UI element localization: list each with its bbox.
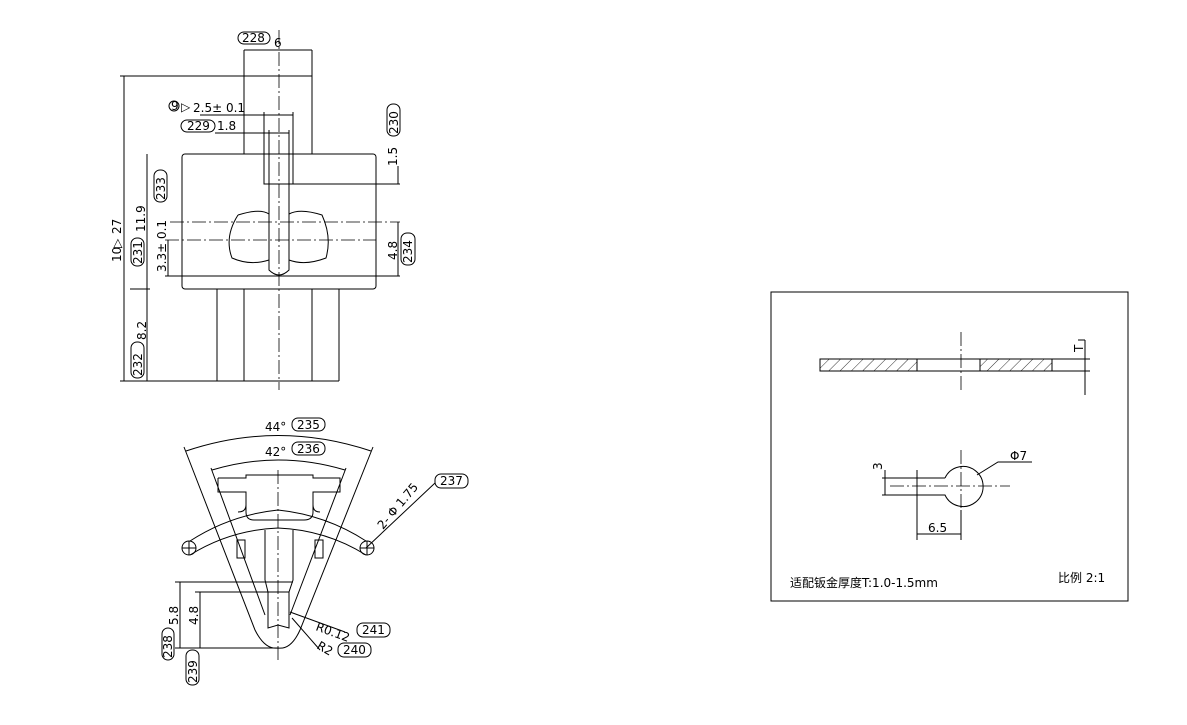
dim-label: 1.8 [217,119,236,133]
angle-label: 42° [265,445,286,459]
tag-label: 238 [161,635,175,658]
scale-label: 比例 2:1 [1058,571,1105,585]
stem-and-dims [175,530,294,649]
angle-arc-outer [185,435,372,452]
panel-frame [770,291,1129,602]
note-number: 10 [110,247,124,262]
sheet-section-right [979,358,1053,372]
tag-box [291,441,326,456]
note-number: 9 [171,99,179,113]
dim-label: 6.5 [928,521,947,535]
tag-label: 236 [297,442,320,456]
part-head [217,474,341,521]
tag-label: 233 [154,177,168,200]
dim-label: 2.5± 0.1 [193,101,245,115]
tag-box [356,622,391,638]
tag-label: 229 [187,119,210,133]
thickness-dim [917,339,1090,395]
dim-label: 8.2 [135,321,149,340]
hole-crosshairs [182,541,374,555]
dim-label: 6 [274,36,282,50]
tag-label: 241 [362,623,385,637]
keyhole-outline [882,461,1032,540]
sheet-section-left [819,358,918,372]
wedge-outer [183,446,374,649]
tag-label: 239 [186,660,200,683]
wedge-inner [210,467,347,616]
note-arrow-icon: ▷ [181,100,191,114]
dim-label: 2- Φ 1.75 [375,480,422,532]
dim-label: 3 [871,462,885,470]
tag-box [237,31,271,45]
lower-legs [120,289,340,382]
tag-label: 232 [131,353,145,376]
bottom-view: 44° 235 42° 236 2- Φ 1.75 237 R0.12 241 … [161,417,469,686]
arms [189,509,367,556]
tag-box [130,341,145,379]
tag-box [337,642,372,658]
tag-label: 234 [401,240,415,263]
tag-label: 230 [387,111,401,134]
dim-label: 4.8 [187,606,201,625]
slot [200,112,400,276]
rib-left [236,539,246,559]
rib-right [314,539,324,559]
note-arrow-icon: ▷ [110,238,124,248]
thickness-note: 适配钣金厚度T:1.0-1.5mm [790,575,938,590]
angle-label: 44° [265,420,286,434]
tag-box [291,417,326,432]
body-outline [181,153,377,290]
thickness-label: T [1072,344,1086,353]
radius-label: R2 [315,638,336,658]
dim-label: 3.3± 0.1 [155,220,169,272]
hole-blob [228,210,329,264]
dim-label: 4.8 [386,241,400,260]
tag-box [400,232,416,266]
dim-label: 27 [110,219,124,234]
tag-box [130,237,145,267]
tag-box [153,169,168,203]
dim-label: Φ7 [1010,449,1027,463]
tag-box [180,119,216,133]
top-view: 228 6 9 ▷ 2.5± 0.1 229 1.8 1.5 230 4.8 2… [110,30,416,390]
dim-label: 5.8 [167,606,181,625]
tag-label: 240 [343,643,366,657]
tag-label: 235 [297,418,320,432]
dim-label: 1.5 [386,147,400,166]
dim-label: 11.9 [134,205,148,232]
dim-lines [123,76,400,381]
dim-width-lines [120,49,313,154]
angle-arc-inner [211,459,346,471]
tag-label: 237 [440,474,463,488]
tag-box [161,627,175,661]
note-circle [168,100,180,112]
tag-box [386,103,401,137]
tag-label: 228 [242,31,265,45]
tag-box [185,649,200,686]
tag-box [434,473,469,489]
tag-label: 231 [131,241,145,264]
cutout-panel: T 3 Φ7 6.5 适配钣金厚度T:1.0-1.5mm 比例 2:1 [770,291,1129,602]
